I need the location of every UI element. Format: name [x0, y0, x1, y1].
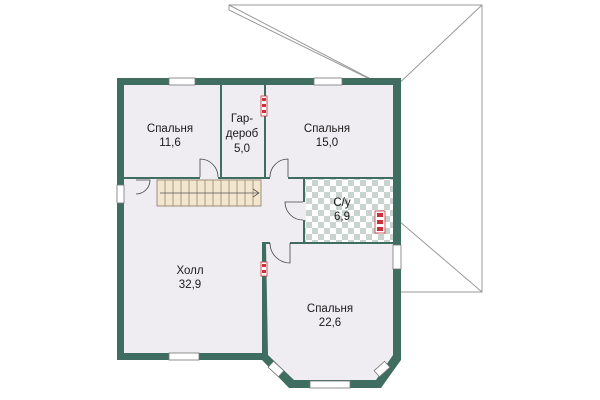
room-bedroom-2: Спальня 15,0 [304, 123, 350, 149]
radiator-icon [260, 95, 386, 277]
room-bedroom-1: Спальня 11,6 [147, 123, 193, 149]
room-name: С/у [333, 197, 351, 209]
room-bedroom-3: Спальня 22,6 [307, 303, 353, 329]
room-name: Спальня [307, 303, 353, 315]
window-icon [116, 77, 402, 389]
room-name-line1: Гар- [231, 113, 253, 125]
floor [124, 85, 393, 380]
door-swing-icon [135, 158, 306, 264]
room-name: Спальня [147, 123, 193, 135]
room-area: 32,9 [179, 279, 201, 291]
room-wardrobe: Гар- дероб 5,0 [226, 113, 259, 155]
room-area: 6,9 [334, 211, 350, 223]
room-area: 5,0 [234, 143, 250, 155]
room-bathroom: С/у 6,9 [333, 197, 351, 223]
room-area: 22,6 [319, 317, 341, 329]
room-area: 15,0 [316, 137, 338, 149]
room-name: Спальня [304, 123, 350, 135]
room-name: Холл [176, 265, 203, 277]
room-name-line2: дероб [226, 128, 259, 140]
stairs-icon [156, 179, 262, 207]
room-area: 11,6 [159, 137, 181, 149]
room-hall: Холл 32,9 [176, 265, 203, 291]
